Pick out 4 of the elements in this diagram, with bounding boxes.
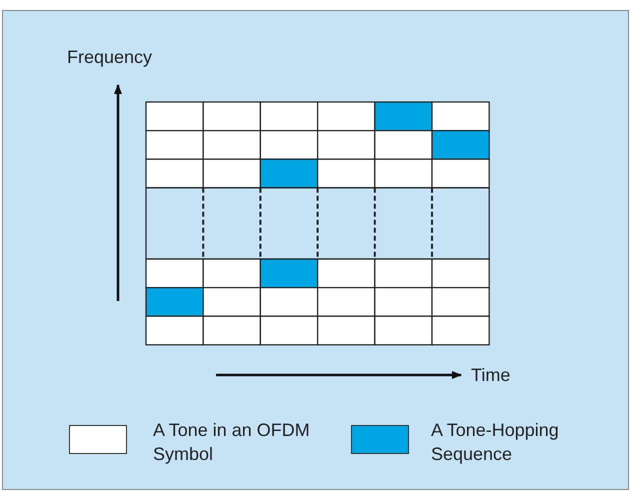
legend-text: A Tone in an OFDM Symbol [153,419,311,466]
axis-label: Frequency [67,46,152,69]
axis-label: Time [471,364,510,387]
legend-text: A Tone-Hopping Sequence [431,419,560,466]
